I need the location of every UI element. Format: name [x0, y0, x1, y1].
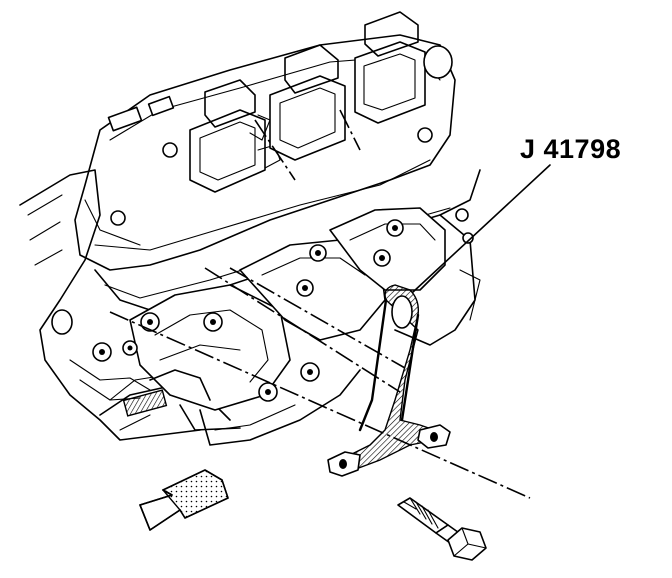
- coil-3: [354, 11, 453, 124]
- tool-centerline: [204, 267, 401, 393]
- block-plug: [51, 309, 73, 335]
- cover-bolt: [110, 210, 126, 226]
- bolt-axis-centerline: [109, 311, 531, 499]
- tool-leader-line: [412, 164, 551, 293]
- ignition-coils: [189, 11, 453, 193]
- manifold-bolts: [92, 219, 404, 402]
- manifold-bolt: [258, 382, 278, 402]
- manifold-bolt: [122, 340, 138, 356]
- lower-engine-details: [69, 359, 211, 417]
- tool-callout-label: J 41798: [520, 134, 622, 164]
- special-tool-j41798: [327, 284, 451, 477]
- manifold-bolt: [92, 342, 112, 362]
- coil-1: [189, 79, 281, 193]
- manifold-bolt: [140, 312, 160, 332]
- manifold-bolt: [373, 249, 391, 267]
- tool-eye: [391, 295, 413, 329]
- bolt: [397, 497, 487, 561]
- manifold-bolt: [296, 279, 314, 297]
- tool-centerlines: [109, 267, 531, 499]
- manifold-bolt: [309, 244, 327, 262]
- cover-bolt: [162, 142, 178, 158]
- manifold-bolt: [300, 362, 320, 382]
- tool-centerline: [229, 267, 406, 369]
- cover-bolt: [417, 127, 433, 143]
- coil-centerline: [339, 109, 361, 151]
- manifold-bolt: [386, 219, 404, 237]
- coil-2: [249, 44, 346, 161]
- manifold-bolt: [203, 312, 223, 332]
- coil-centerline: [254, 119, 296, 181]
- front-direction-arrow: [139, 469, 229, 531]
